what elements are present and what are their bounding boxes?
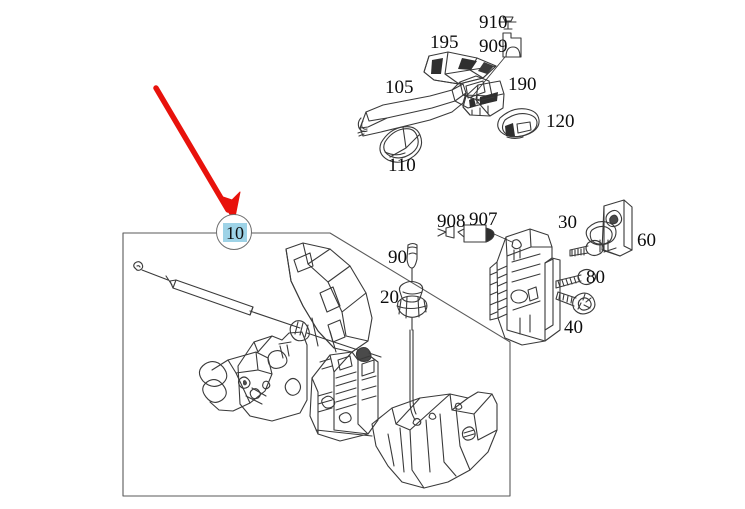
part-label-105: 105 (385, 77, 414, 98)
part-latch-bracket-assembly (198, 331, 308, 422)
part-label-120: 120 (546, 111, 575, 132)
part-label-195: 195 (430, 32, 459, 53)
part-910-rivet-clip (499, 16, 517, 30)
part-60-striker-plate (585, 199, 633, 257)
part-120-cover-cap (497, 108, 540, 140)
part-label-80: 80 (586, 267, 605, 288)
part-bowden-cable (133, 261, 382, 363)
part-90-lock-knob-pin (406, 242, 418, 282)
part-80-screw (555, 268, 597, 289)
part-label-60: 60 (637, 230, 656, 251)
part-label-908: 908 (437, 211, 466, 232)
part-label-110: 110 (388, 155, 416, 176)
part-label-190: 190 (508, 74, 537, 95)
part-110-trim-cap (379, 126, 423, 163)
part-909-retaining-clip (502, 32, 522, 58)
part-195-end-cap-trim (423, 51, 497, 85)
part-bottom-latch-module (309, 351, 379, 442)
callout-badge-label: 10 (226, 222, 244, 243)
annotation-arrow (153, 85, 241, 223)
part-label-90: 90 (388, 247, 407, 268)
part-door-lock-module (489, 228, 561, 346)
part-label-910: 910 (479, 12, 508, 33)
leader-907-to-lock (493, 233, 513, 243)
callout-badge-highlight (223, 223, 247, 242)
part-label-40: 40 (564, 317, 583, 338)
part-30-bolt (569, 239, 605, 257)
group-boundary-box (122, 232, 511, 497)
part-908-clip (437, 225, 455, 239)
part-907-cylinder-clip (457, 224, 495, 243)
part-bottom-mounting-panel (371, 391, 498, 489)
part-label-30: 30 (558, 212, 577, 233)
part-label-20: 20 (380, 287, 399, 308)
part-20-grommet (396, 280, 428, 421)
callout-badge-10: 10 (216, 214, 254, 252)
part-inner-panel-piece (285, 242, 373, 353)
part-40-flanged-screw (555, 291, 596, 315)
part-190-carrier-bracket (462, 80, 505, 117)
part-label-909: 909 (479, 36, 508, 57)
part-label-907: 907 (469, 209, 498, 230)
